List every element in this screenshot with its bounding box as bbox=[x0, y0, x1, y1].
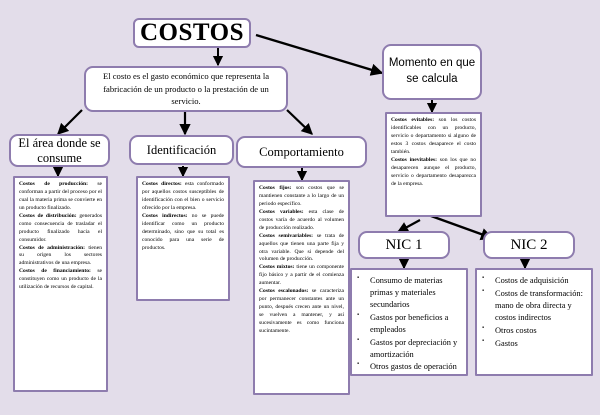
definition-text: El costo es el gasto económico que repre… bbox=[102, 71, 270, 107]
term-label: Costos inevitables: bbox=[391, 156, 437, 163]
term-label: Costos indirectos: bbox=[142, 212, 188, 219]
term-label: Costos evitables: bbox=[391, 117, 435, 123]
connector-definition-to-comportamiento bbox=[286, 109, 313, 135]
nic-list-2: Costos de adquisición Costos de transfor… bbox=[475, 268, 593, 376]
list-item: Costos de transformación: mano de obra d… bbox=[482, 287, 585, 324]
root-label: COSTOS bbox=[140, 19, 244, 46]
nic-header-label: NIC 1 bbox=[385, 236, 423, 253]
branch-body-comportamiento: Costos fijos: son costos que se mantiene… bbox=[253, 180, 350, 395]
branch-header-area-consume[interactable]: El área donde se consume bbox=[9, 134, 110, 167]
branch-header-label: El área donde se consume bbox=[18, 135, 101, 165]
branch-header-label: Momento en que se calcula bbox=[388, 57, 476, 85]
branch-body-identificacion: Costos directos: esta conformado por aqu… bbox=[136, 176, 230, 301]
term-text: son los que no desaparecen aunque el pro… bbox=[391, 156, 476, 187]
term-block: Costos inevitables: son los que no desap… bbox=[391, 157, 476, 189]
list-item: Gastos bbox=[482, 337, 585, 350]
branch-header-comportamiento[interactable]: Comportamiento bbox=[236, 136, 367, 168]
term-block: Costos de distribución: generados como c… bbox=[19, 213, 102, 245]
term-label: Costos de producción: bbox=[19, 181, 88, 187]
term-label: Costos variables: bbox=[259, 208, 304, 215]
term-block: Costos mixtos: tiene un componente fijo … bbox=[259, 264, 344, 288]
term-block: Costos indirectos: no se puede identific… bbox=[142, 213, 224, 253]
term-block: Costos fijos: son costos que se mantiene… bbox=[259, 185, 344, 209]
list-item: Otros costos bbox=[482, 324, 585, 337]
list-item: Gastos por depreciación y amortización bbox=[357, 336, 460, 361]
nic-list-items: Costos de adquisición Costos de transfor… bbox=[479, 274, 587, 350]
term-label: Costos de distribución: bbox=[19, 212, 77, 219]
nic-header-2[interactable]: NIC 2 bbox=[483, 231, 575, 259]
term-block: Costos variables: esta clase de costos v… bbox=[259, 209, 344, 233]
term-block: Costos de administración: tienen su orig… bbox=[19, 245, 102, 269]
term-text: se conforman a partir del proceso por el… bbox=[19, 181, 103, 211]
branch-body-area-consume: Costos de producción: se conforman a par… bbox=[13, 176, 108, 392]
term-text: generados como consecuencia de trasladar… bbox=[19, 212, 103, 243]
term-text: tiene un componente fijo básico y a part… bbox=[259, 264, 344, 287]
nic-header-label: NIC 2 bbox=[510, 236, 548, 253]
branch-header-label: Identificación bbox=[146, 142, 217, 157]
term-block: Costos de producción: se conforman a par… bbox=[19, 181, 102, 213]
nic-list-1: Consumo de materias primas y materiales … bbox=[350, 268, 468, 376]
term-text: se trata de aquellos que tienen una part… bbox=[259, 232, 344, 263]
nic-list-items: Consumo de materias primas y materiales … bbox=[354, 274, 462, 373]
list-item: Gastos por beneficios a empleados bbox=[357, 311, 460, 336]
branch-header-momento[interactable]: Momento en que se calcula bbox=[382, 44, 482, 100]
branch-body-momento: Costos evitables: son los costos identif… bbox=[385, 112, 482, 217]
root-node-costos[interactable]: COSTOS bbox=[133, 18, 251, 48]
term-block: Costos semivariables: se trata de aquell… bbox=[259, 233, 344, 265]
term-label: Costos de administración: bbox=[19, 244, 85, 251]
term-text: son costos que se mantienen constante a … bbox=[259, 185, 344, 207]
term-text: esta conformado por aquellos costos susc… bbox=[142, 181, 224, 211]
list-item: Otros gastos de operación bbox=[357, 360, 460, 373]
term-text: esta clase de costos varía de acuerdo al… bbox=[259, 208, 344, 231]
list-item: Costos de adquisición bbox=[482, 274, 585, 287]
term-text: son los costos identificables con un pro… bbox=[391, 117, 476, 155]
term-block: Costos evitables: son los costos identif… bbox=[391, 117, 476, 157]
term-label: Costos mixtos: bbox=[259, 264, 295, 271]
term-block: Costos de financiamiento: se constituyen… bbox=[19, 268, 102, 292]
definition-node[interactable]: El costo es el gasto económico que repre… bbox=[84, 66, 288, 112]
term-text: se caracteriza por permanecer constantes… bbox=[259, 288, 344, 334]
branch-header-label: Comportamiento bbox=[259, 144, 344, 159]
term-block: Costos escalonados: se caracteriza por p… bbox=[259, 288, 344, 336]
term-text: no se puede identificar como un producto… bbox=[142, 212, 224, 251]
term-label: Costos directos: bbox=[142, 181, 182, 187]
term-label: Costos escalonados: bbox=[259, 288, 309, 295]
term-label: Costos semivariables: bbox=[259, 232, 314, 239]
term-text: tienen su origen los sectores administra… bbox=[19, 244, 102, 267]
term-text: se constituyen como un producto de la ut… bbox=[19, 268, 102, 291]
term-block: Costos directos: esta conformado por aqu… bbox=[142, 181, 224, 213]
connector-definition-to-area bbox=[57, 109, 83, 135]
branch-header-identificacion[interactable]: Identificación bbox=[129, 135, 234, 165]
term-label: Costos fijos: bbox=[259, 185, 292, 191]
list-item: Consumo de materias primas y materiales … bbox=[357, 274, 460, 311]
nic-header-1[interactable]: NIC 1 bbox=[358, 231, 450, 259]
term-label: Costos de financiamiento: bbox=[19, 268, 91, 275]
